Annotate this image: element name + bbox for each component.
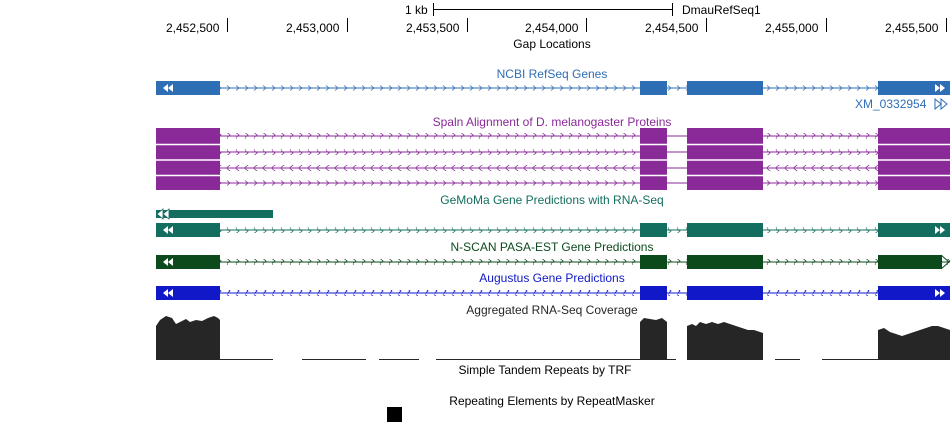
- ruler-tick: [347, 18, 348, 32]
- gemoma-predictions[interactable]: [156, 208, 950, 237]
- spaln-alignments[interactable]: [156, 128, 950, 190]
- ruler-position-label: 2,453,500: [406, 21, 460, 35]
- scale-bar-right-tick: [672, 3, 673, 16]
- refseq-gene-model[interactable]: [156, 81, 950, 111]
- nscan-predictions[interactable]: [156, 254, 950, 270]
- track-title-augustus[interactable]: Augustus Gene Predictions: [479, 271, 625, 285]
- ruler-tick: [467, 18, 468, 32]
- track-title-nscan[interactable]: N-SCAN PASA-EST Gene Predictions: [450, 240, 654, 254]
- ruler-tick: [706, 18, 707, 32]
- ruler-tick: [586, 18, 587, 32]
- track-title-ncbi-refseq[interactable]: NCBI RefSeq Genes: [496, 67, 608, 81]
- ruler-tick: [946, 18, 947, 32]
- rnaseq-coverage-plot[interactable]: [156, 316, 950, 360]
- ruler-position-label: 2,455,000: [765, 21, 819, 35]
- scale-bar-left-tick: [433, 3, 434, 16]
- track-title-gemoma[interactable]: GeMoMa Gene Predictions with RNA-Seq: [440, 193, 664, 207]
- ruler-position-label: 2,453,000: [286, 21, 340, 35]
- track-title-repeatmasker[interactable]: Repeating Elements by RepeatMasker: [449, 394, 655, 408]
- assembly-label: DmauRefSeq1: [682, 3, 761, 17]
- ruler-position-label: 2,452,500: [166, 21, 220, 35]
- track-title-spaln-alignment[interactable]: Spaln Alignment of D. melanogaster Prote…: [432, 115, 672, 129]
- track-title-rnaseq-coverage[interactable]: Aggregated RNA-Seq Coverage: [466, 303, 638, 317]
- ruler-tick: [227, 18, 228, 32]
- repeatmasker-element[interactable]: [387, 407, 402, 422]
- scale-bar: [433, 9, 673, 10]
- ruler-position-label: 2,455,500: [885, 21, 939, 35]
- ruler-position-label: 2,454,500: [645, 21, 699, 35]
- ruler-position-label: 2,454,000: [525, 21, 579, 35]
- track-title-trf[interactable]: Simple Tandem Repeats by TRF: [458, 363, 632, 377]
- track-title-gap-locations[interactable]: Gap Locations: [513, 37, 591, 51]
- augustus-predictions[interactable]: [156, 286, 950, 300]
- refseq-item-label[interactable]: XM_0332954: [855, 97, 927, 111]
- scale-bar-label: 1 kb: [405, 3, 428, 17]
- ruler-tick: [826, 18, 827, 32]
